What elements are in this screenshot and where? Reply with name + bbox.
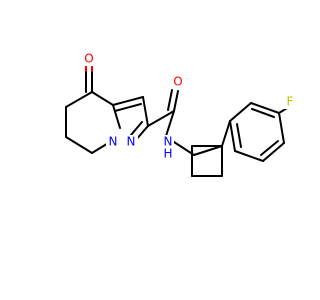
phenyl-bonds — [221, 102, 293, 162]
amide-n-bond — [165, 110, 175, 137]
cyclobutane-bonds — [191, 145, 223, 177]
amide-carbon-bond — [147, 110, 175, 127]
label-backdrop — [82, 52, 96, 66]
amide-nitrogen-label: N — [164, 135, 173, 149]
amide-bonds — [147, 89, 223, 156]
aryl-ring-bond — [262, 142, 285, 162]
amide-hydrogen-label: H — [163, 147, 172, 161]
ring-bond — [91, 91, 114, 106]
pyrazole-bond — [142, 96, 149, 127]
aryl-ring-double-bond — [236, 123, 242, 148]
pyrazole-bond — [112, 96, 144, 106]
n-ch2-bond — [173, 141, 195, 156]
aryl-bond — [221, 120, 231, 147]
atom-labels: O O N N N H F — [82, 52, 297, 161]
aryl-ring-bond — [250, 102, 280, 114]
ring-nitrogen-label: N — [109, 135, 118, 149]
pyrazole-double-bond — [114, 103, 142, 112]
aryl-ring-bond — [229, 120, 236, 152]
amide-oxygen-label: O — [173, 75, 182, 89]
label-backdrop — [283, 95, 297, 109]
ring-bond — [65, 91, 93, 108]
label-backdrop — [160, 135, 174, 149]
ch2-cyclobutyl-bond — [193, 145, 223, 156]
ring-bond — [112, 104, 121, 129]
aryl-ring-bond — [229, 102, 252, 122]
fluorine-label: F — [287, 95, 294, 109]
molecule-diagram: O O N N N H F — [65, 51, 297, 177]
aryl-ring-double-bond — [260, 140, 279, 156]
ketone-oxygen-label: O — [84, 52, 93, 66]
aryl-ring-bond — [234, 150, 264, 162]
label-backdrop — [171, 75, 185, 89]
label-backdrop — [124, 135, 138, 149]
ring-nitrogen-label: N — [127, 135, 136, 149]
aryl-ring-bond — [278, 112, 285, 144]
structure-drawing: O O N N N H F — [65, 51, 297, 177]
aryl-ring-double-bond — [251, 108, 275, 118]
pyrazole-double-bond — [130, 121, 143, 136]
carbonyl-double-bond — [167, 89, 173, 111]
label-backdrop — [106, 135, 120, 149]
ring-bond — [65, 136, 93, 154]
carbonyl-bond — [173, 90, 179, 112]
